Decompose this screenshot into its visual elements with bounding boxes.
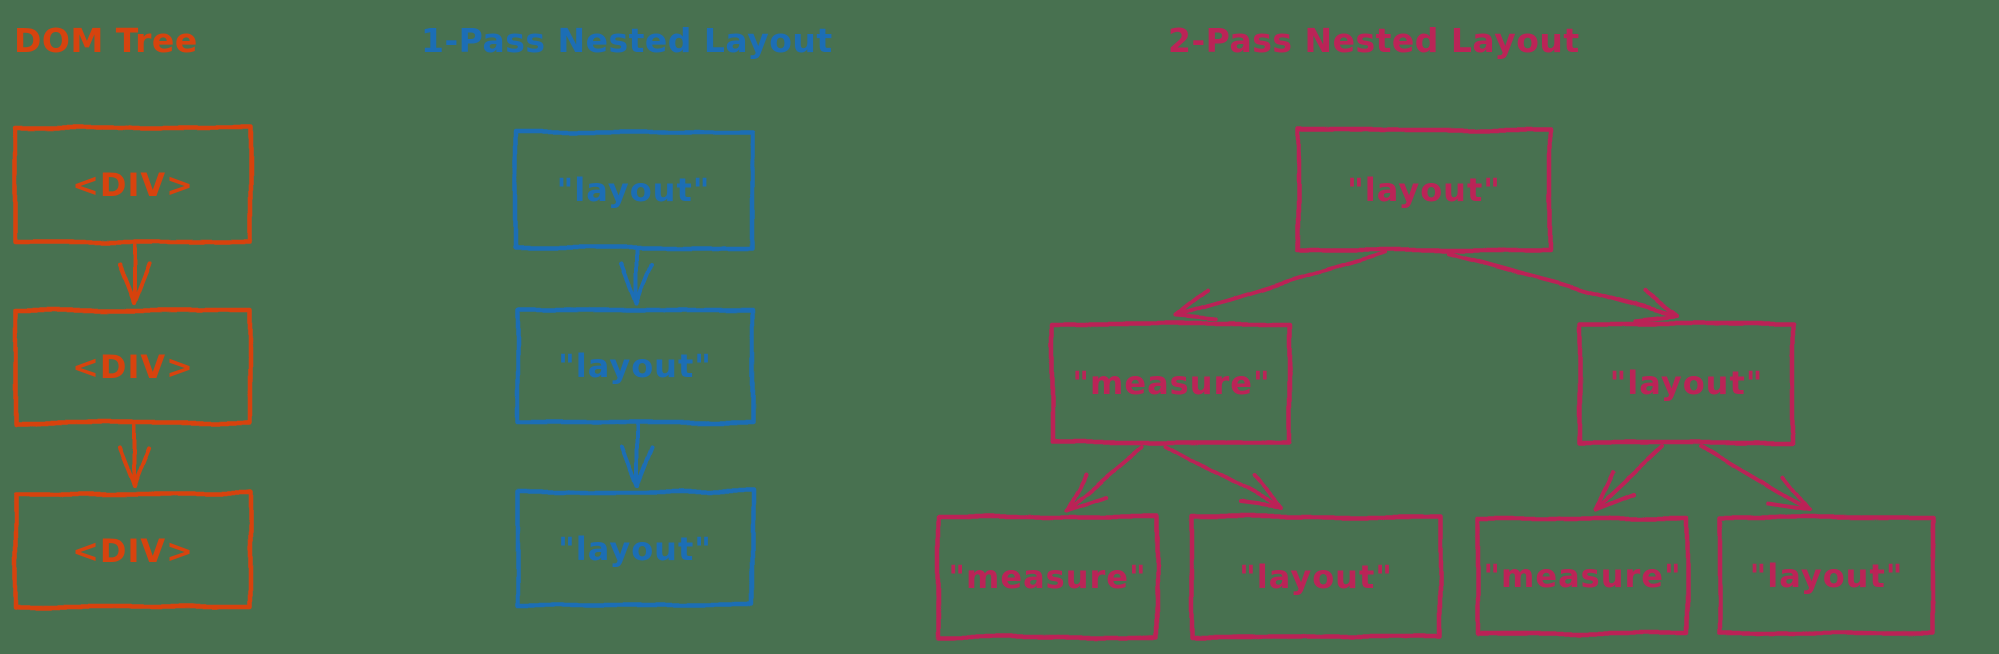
box-leaf-measure-2 — [1475, 515, 1690, 636]
edge-mid-measure-leaf-layout-1 — [1164, 444, 1282, 510]
edge-mid-layout-leaf-measure-2 — [1594, 445, 1664, 511]
box-mid-layout — [1577, 320, 1796, 446]
label-div-2: <DIV> — [72, 347, 194, 386]
box-root-layout — [1295, 127, 1553, 253]
box-leaf-measure-1 — [935, 514, 1160, 640]
edge-root-mid-measure — [1174, 251, 1387, 322]
label-layout-1: "layout" — [556, 171, 711, 209]
title-dom-tree: DOM Tree — [14, 21, 198, 60]
label-root-layout: "layout" — [1347, 171, 1501, 209]
dom-tree-shapes — [13, 125, 253, 610]
label-div-1: <DIV> — [72, 166, 194, 204]
label-leaf-measure-2: "measure" — [1483, 556, 1682, 595]
label-mid-layout: "layout" — [1609, 364, 1764, 402]
box-div-2 — [13, 307, 253, 426]
label-mid-measure: "measure" — [1072, 364, 1271, 402]
box-leaf-layout-2 — [1717, 515, 1936, 636]
title-one-pass-nested: 1-Pass Nested Layout — [421, 21, 833, 60]
edge-mid-layout-leaf-layout-2 — [1698, 445, 1810, 513]
box-leaf-layout-1 — [1189, 514, 1443, 640]
box-layout-3 — [514, 489, 756, 608]
label-div-3: <DIV> — [72, 531, 194, 570]
box-layout-2 — [514, 307, 756, 425]
label-layout-2: "layout" — [558, 347, 712, 385]
box-div-3 — [13, 491, 253, 610]
two-pass-shapes — [935, 127, 1936, 640]
label-layout-3: "layout" — [558, 529, 712, 568]
edge-root-mid-layout — [1448, 251, 1678, 323]
label-leaf-measure-1: "measure" — [948, 558, 1147, 596]
one-pass-shapes — [512, 129, 756, 608]
edge-mid-measure-leaf-measure-1 — [1064, 444, 1144, 512]
box-mid-measure — [1050, 321, 1293, 445]
label-leaf-layout-1: "layout" — [1239, 558, 1393, 596]
label-leaf-layout-2: "layout" — [1749, 556, 1904, 595]
box-layout-1 — [512, 129, 755, 251]
title-two-pass-nested: 2-Pass Nested Layout — [1168, 21, 1580, 60]
box-div-1 — [13, 125, 253, 245]
